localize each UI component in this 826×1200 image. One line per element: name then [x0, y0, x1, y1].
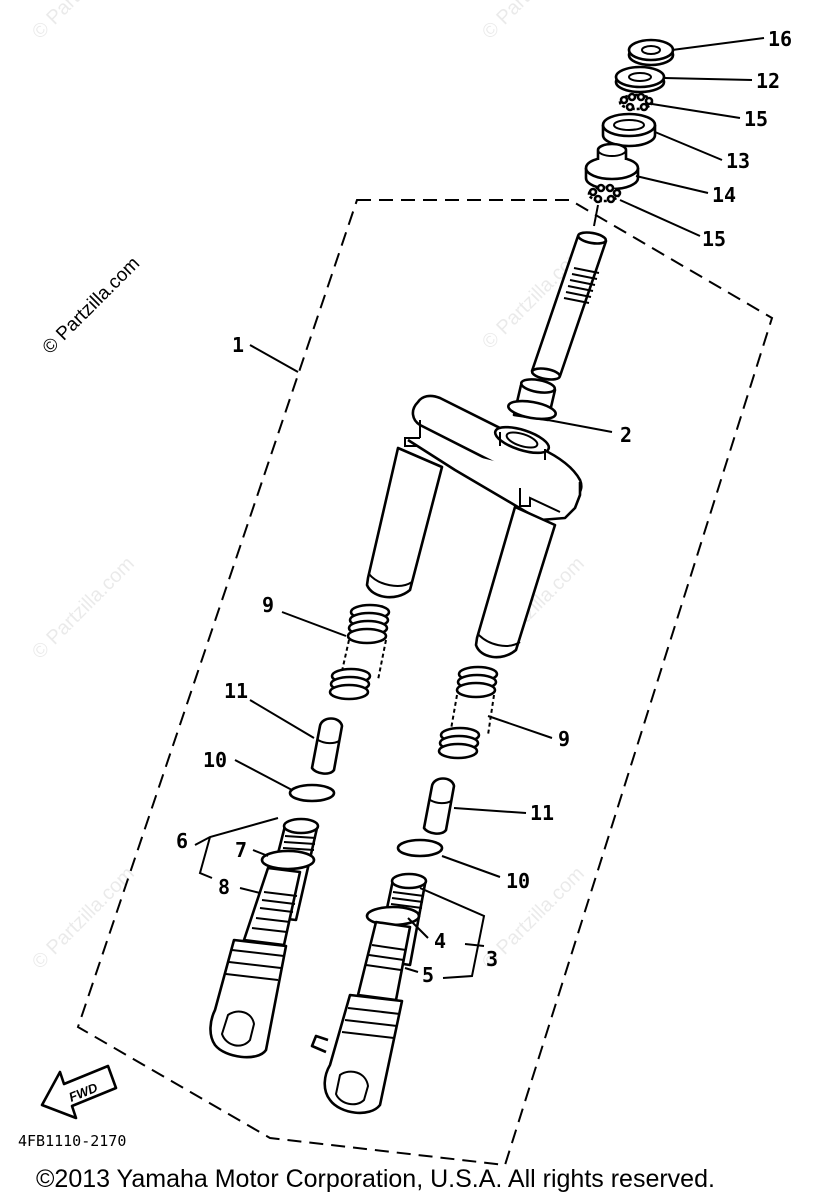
fork-tube-left — [365, 446, 444, 599]
callout-2: 2 — [620, 423, 632, 447]
callout-16: 16 — [768, 27, 792, 51]
part-16-nut — [627, 38, 675, 67]
callout-7: 7 — [235, 838, 247, 862]
assembly-boundary — [76, 199, 774, 1167]
callout-8: 8 — [218, 875, 230, 899]
callout-5: 5 — [422, 963, 434, 987]
callout-11-left: 11 — [224, 679, 248, 703]
leader-lines — [194, 37, 765, 979]
callout-4: 4 — [434, 929, 446, 953]
watermark-main: © Partzilla.com — [39, 253, 144, 358]
part-2-fork-bracket — [404, 394, 583, 522]
part-9-spring-right — [437, 665, 499, 760]
copyright-notice: ©2013 Yamaha Motor Corporation, U.S.A. A… — [36, 1165, 715, 1193]
part-6-lower-leg-left — [209, 817, 320, 1059]
part-9-spring-left — [328, 603, 391, 701]
callout-15-top: 15 — [744, 107, 768, 131]
part-10-oring-left — [288, 783, 336, 803]
callout-14: 14 — [712, 183, 736, 207]
callouts: 1 2 3 4 5 6 7 8 9 9 10 10 11 11 12 13 14… — [176, 27, 792, 987]
steering-stem — [507, 231, 608, 422]
callout-11-right: 11 — [530, 801, 554, 825]
callout-3: 3 — [486, 947, 498, 971]
callout-13: 13 — [726, 149, 750, 173]
watermark: © Partzilla.com — [28, 863, 139, 974]
callout-9-right: 9 — [558, 727, 570, 751]
watermark: © Partzilla.com — [28, 0, 139, 44]
part-13-bearing-race — [601, 112, 657, 148]
callout-1: 1 — [232, 333, 244, 357]
callout-15-bottom: 15 — [702, 227, 726, 251]
part-11-cap-left — [310, 717, 344, 775]
part-10-oring-right — [396, 838, 444, 858]
callout-6: 6 — [176, 829, 188, 853]
callout-9-left: 9 — [262, 593, 274, 617]
callout-12: 12 — [756, 69, 780, 93]
part-12-nut — [614, 65, 666, 94]
watermark: © Partzilla.com — [28, 553, 139, 664]
part-14-bearing-race — [584, 142, 640, 191]
callout-10-right: 10 — [506, 869, 530, 893]
fwd-arrow-icon: FWD — [40, 1064, 118, 1120]
diagram-code: 4FB1110-2170 — [18, 1132, 126, 1150]
part-15-ball-race-top — [618, 92, 654, 112]
part-11-cap-right — [422, 777, 456, 835]
callout-10-left: 10 — [203, 748, 227, 772]
fork-tube-right — [474, 505, 557, 659]
part-15-ball-race-bottom — [587, 183, 622, 204]
stem-axis-line — [593, 204, 599, 227]
part-3-lower-leg-right — [310, 872, 428, 1115]
watermark: © Partzilla.com — [478, 0, 589, 44]
